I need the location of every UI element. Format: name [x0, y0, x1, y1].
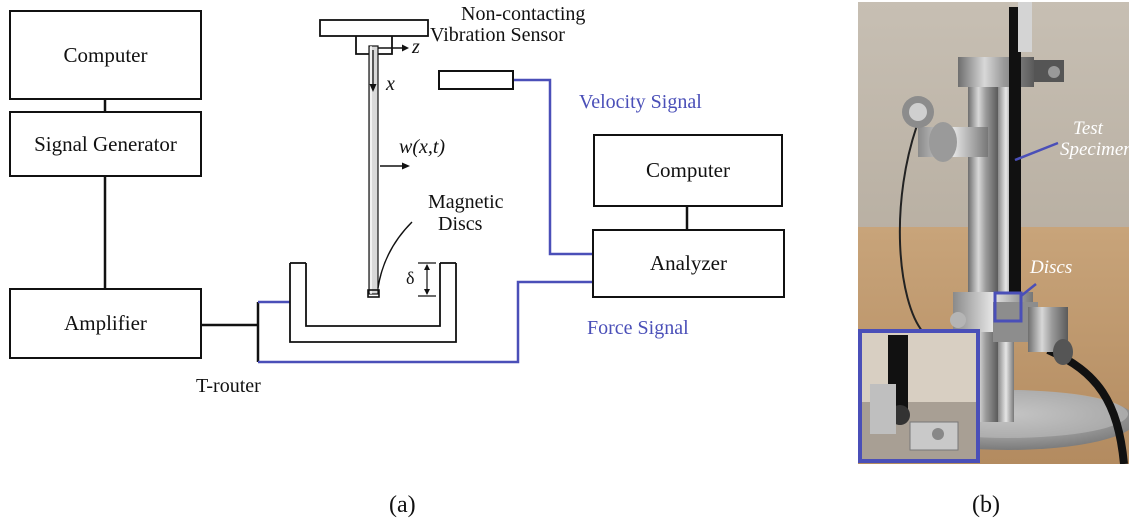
test-specimen-label-line2: Specimen	[1060, 139, 1131, 160]
magnetic-discs-pointer	[377, 221, 413, 289]
cantilever-beam	[368, 45, 379, 295]
signal-generator-label: Signal Generator	[34, 131, 177, 156]
x-axis-label: x	[386, 73, 395, 95]
magnetic-disc-marker	[367, 289, 380, 298]
discs-label: Discs	[1030, 257, 1073, 278]
delta-label: δ	[406, 268, 415, 288]
amplifier-box: Amplifier	[9, 288, 202, 359]
wire-velocity-signal	[514, 78, 592, 256]
caption-a: (a)	[389, 492, 416, 518]
top-clamp-plate	[319, 19, 429, 37]
force-signal-label: Force Signal	[587, 317, 689, 339]
deflection-label: w(x,t)	[399, 136, 446, 158]
computer-box-right: Computer	[593, 134, 783, 207]
diagram-wiring	[103, 19, 689, 364]
signal-generator-box: Signal Generator	[9, 111, 202, 177]
test-specimen-label-line1: Test	[1073, 118, 1103, 139]
velocity-signal-label: Velocity Signal	[579, 91, 702, 113]
analyzer-box: Analyzer	[592, 229, 785, 298]
computer-left-label: Computer	[63, 42, 148, 67]
wire-force-signal	[258, 280, 592, 364]
caption-b: (b)	[972, 492, 1000, 518]
bath-outer-wall	[289, 263, 457, 343]
vibration-sensor-box	[438, 70, 514, 90]
magnetic-discs-label-line2: Discs	[438, 213, 483, 235]
analyzer-label: Analyzer	[650, 251, 727, 275]
bath-inner-wall	[305, 263, 441, 327]
amplifier-label: Amplifier	[64, 311, 147, 335]
computer-right-label: Computer	[646, 158, 730, 182]
sensor-label-line2: Vibration Sensor	[430, 24, 565, 46]
test-rig-photo	[858, 2, 1129, 464]
magnetic-discs-label-line1: Magnetic	[428, 191, 504, 213]
computer-box-left: Computer	[9, 10, 202, 100]
sensor-label-line1: Non-contacting	[461, 3, 586, 25]
z-axis-label: z	[412, 36, 420, 58]
t-router-label: T-router	[196, 375, 261, 397]
